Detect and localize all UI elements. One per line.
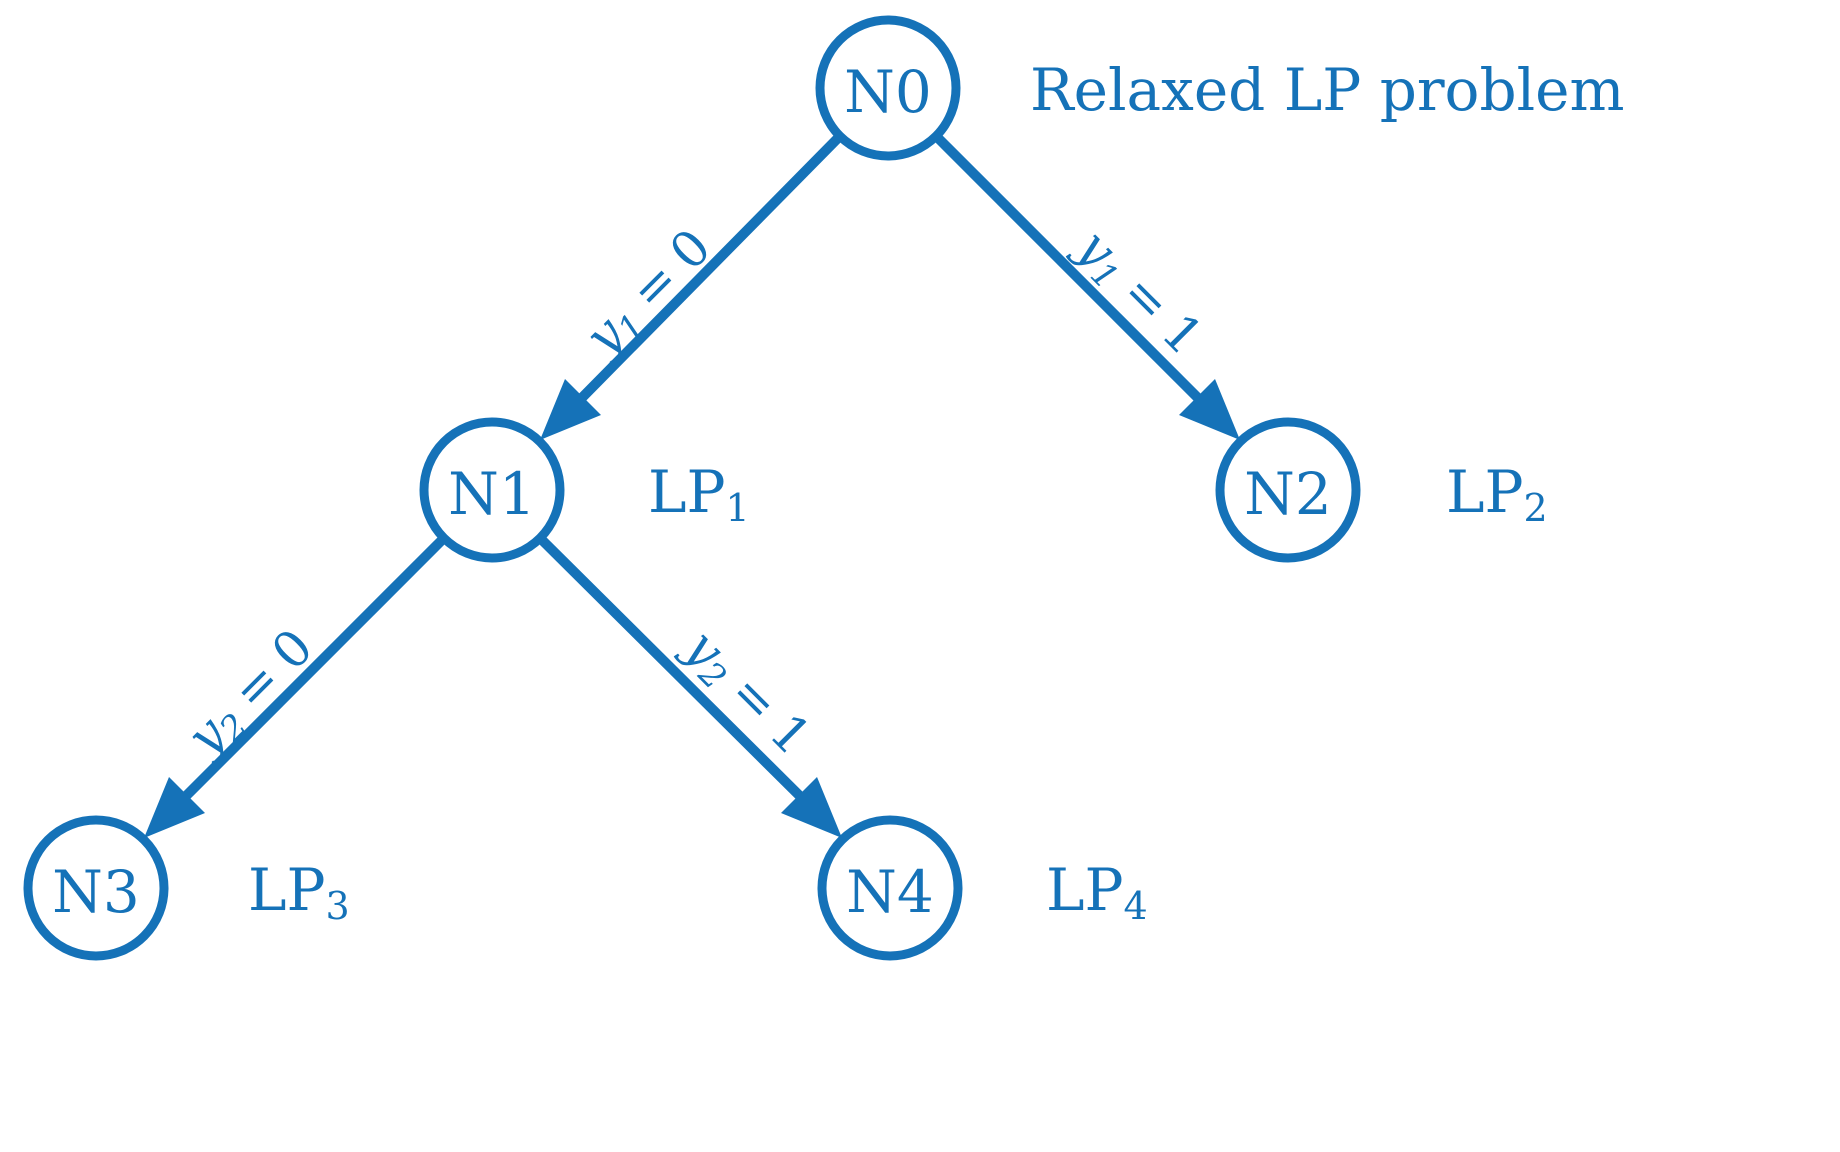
node-n3[interactable]: N3	[23, 815, 169, 961]
arrow-head-n4	[781, 777, 842, 838]
edge-line-n0-n2	[932, 132, 1222, 422]
annotation-lp3-sub: 3	[326, 884, 350, 928]
node-n4[interactable]: N4	[817, 815, 963, 961]
annotation-relaxed-lp-problem: Relaxed LP problem	[1030, 56, 1624, 124]
edge-n1-to-n3	[144, 534, 448, 838]
annotation-lp1-base: LP	[648, 458, 726, 526]
edge-label-y1-eq-0: y1=0	[572, 218, 725, 371]
arrow-head-n1	[540, 379, 601, 440]
edge-line-n0-n1	[558, 132, 844, 422]
annotation-lp2: LP2	[1446, 458, 1548, 530]
edge-n0-to-n1	[540, 132, 844, 440]
node-label-n1: N1	[448, 460, 536, 528]
annotation-relaxed-lp-text: Relaxed LP problem	[1030, 56, 1624, 124]
nodes-group: N0 N1 N2 N3 N4	[23, 15, 1361, 961]
node-label-n4: N4	[846, 858, 934, 926]
annotation-lp2-base: LP	[1446, 458, 1524, 526]
annotation-lp2-sub: 2	[1524, 486, 1548, 530]
annotation-lp4-sub: 4	[1124, 884, 1148, 928]
annotation-lp4-base: LP	[1046, 856, 1124, 924]
node-label-n2: N2	[1244, 460, 1332, 528]
edge-n1-to-n4	[536, 534, 842, 838]
svg-text:y1=0: y1=0	[572, 218, 725, 371]
annotation-lp1-sub: 1	[726, 486, 750, 530]
edges-group	[144, 132, 1240, 838]
node-n0[interactable]: N0	[815, 15, 961, 161]
svg-text:y1=1: y1=1	[1061, 216, 1214, 369]
edge-label-y2-eq-0: y2=0	[174, 618, 327, 771]
node-circle-n0[interactable]	[815, 15, 961, 161]
node-n1[interactable]: N1	[419, 417, 565, 563]
annotations-group: Relaxed LP problem LP1 LP2 LP3 LP4	[248, 56, 1624, 928]
annotation-lp4: LP4	[1046, 856, 1148, 928]
arrow-head-n2	[1179, 379, 1240, 440]
node-label-n0: N0	[844, 58, 932, 126]
edge-line-n1-n4	[536, 534, 824, 820]
edge-line-n1-n3	[162, 534, 448, 820]
svg-text:y2=0: y2=0	[174, 618, 327, 771]
annotation-lp1: LP1	[648, 458, 750, 530]
arrow-head-n3	[144, 777, 205, 838]
edge-n0-to-n2	[932, 132, 1240, 440]
node-label-n3: N3	[52, 858, 140, 926]
annotation-lp3: LP3	[248, 856, 350, 928]
node-circle-n4[interactable]	[817, 815, 963, 961]
edge-label-y1-eq-1: y1=1	[1061, 216, 1214, 369]
node-circle-n2[interactable]	[1215, 417, 1361, 563]
node-circle-n1[interactable]	[419, 417, 565, 563]
annotation-lp3-base: LP	[248, 856, 326, 924]
node-n2[interactable]: N2	[1215, 417, 1361, 563]
node-circle-n3[interactable]	[23, 815, 169, 961]
